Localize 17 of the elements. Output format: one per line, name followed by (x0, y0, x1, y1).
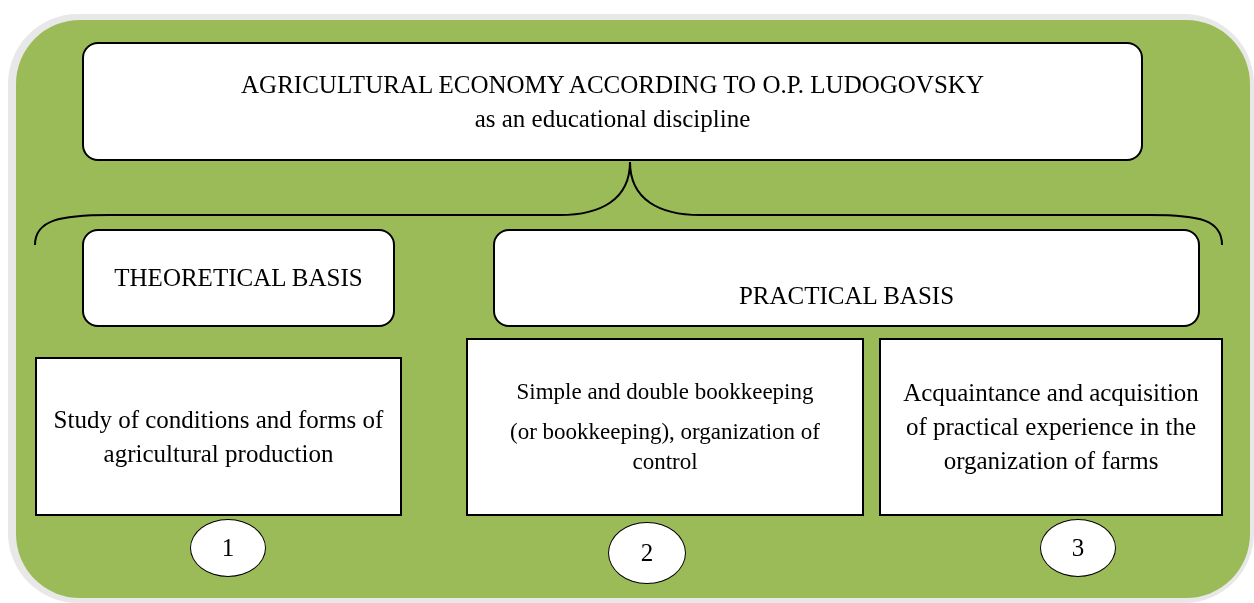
category-box (82, 229, 395, 327)
category-box (493, 229, 1200, 327)
box-text: Acquaintance and acquisition of practical experience in the organization of farms (902, 378, 1200, 476)
number-label: 1 (221, 533, 235, 564)
content-box (466, 338, 864, 516)
box-text: PRACTICAL BASIS (738, 281, 955, 312)
box-text: THEORETICAL BASIS (114, 263, 363, 294)
content-box (879, 338, 1223, 516)
content-box (35, 357, 402, 516)
title-box (82, 42, 1143, 161)
box-text: Study of conditions and forms of agricultural production (52, 404, 385, 469)
box-text: as an educational discipline (474, 103, 751, 134)
box-text: (or bookkeeping), organization of control (509, 418, 821, 476)
number-label: 2 (640, 538, 654, 569)
title-text: AGRICULTURAL ECONOMY ACCORDING TO O.P. LUDOGOVSKY (241, 69, 984, 100)
box-text: Simple and double bookkeeping (516, 378, 814, 407)
number-label: 3 (1071, 533, 1085, 564)
